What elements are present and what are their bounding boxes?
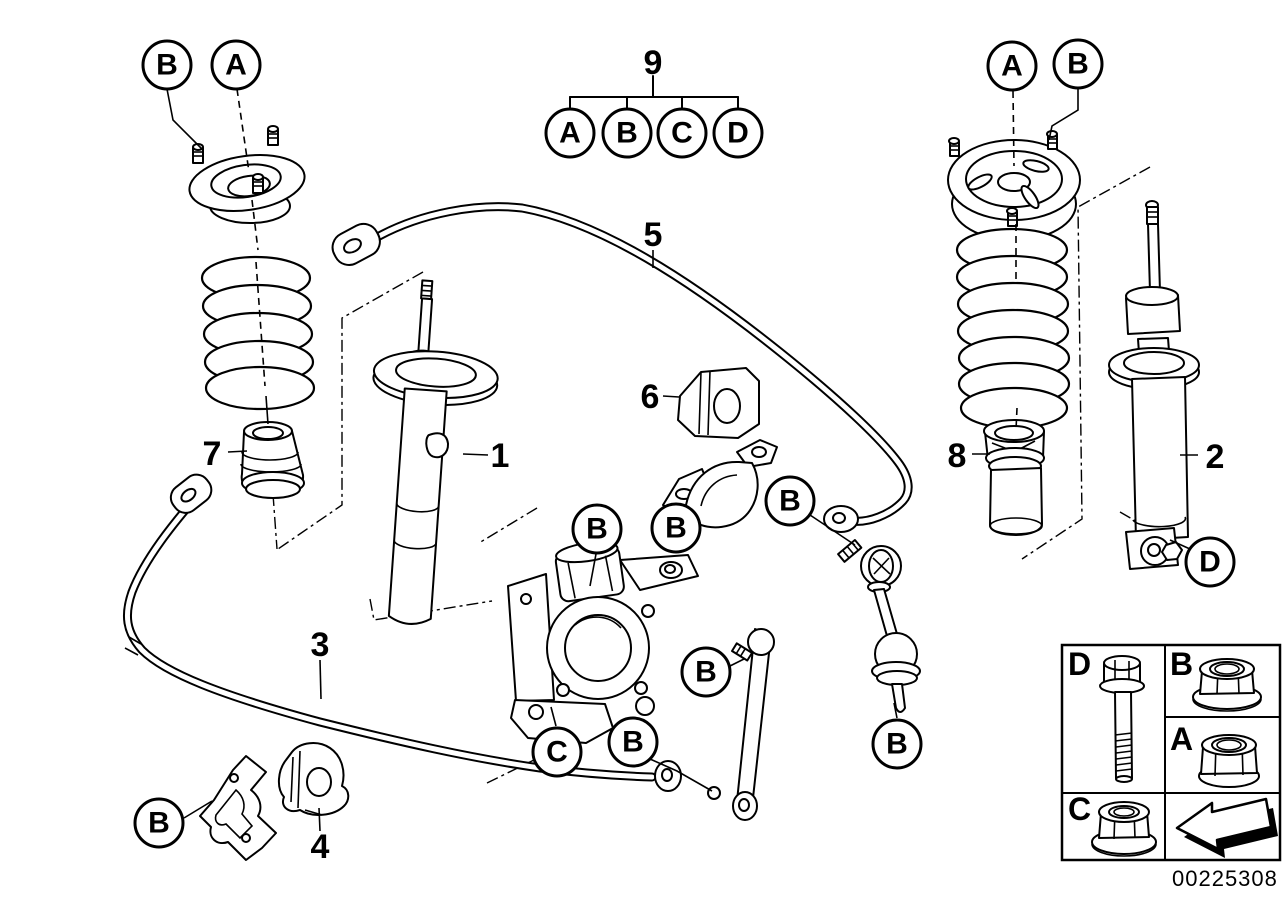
front-bump-stop[interactable] [240, 421, 305, 499]
callout-number-8[interactable]: 8 [948, 437, 967, 475]
legend-cell-bolt[interactable]: D [1068, 646, 1145, 783]
mount-stud [1006, 207, 1018, 227]
rear-bump-stop[interactable] [983, 419, 1045, 536]
mount-stud [1046, 130, 1058, 150]
svg-text:A: A [559, 117, 581, 150]
svg-text:D: D [727, 117, 749, 150]
svg-text:C: C [546, 736, 568, 769]
callout-group-a[interactable]: A [544, 107, 596, 159]
flange-lock-nut-icon [1192, 658, 1262, 712]
callout-front-link-upper-b[interactable]: B [680, 646, 732, 698]
callout-number-1[interactable]: 1 [491, 437, 510, 475]
construction-guides [272, 166, 1151, 784]
rear-stabilizer-link[interactable] [837, 539, 921, 713]
svg-text:B: B [779, 485, 801, 518]
front-stabilizer-link[interactable] [707, 628, 775, 821]
mount-stud [267, 125, 279, 146]
callout-shock-d[interactable]: D [1184, 536, 1236, 588]
collar-nut-icon [1091, 801, 1157, 857]
callout-rear-mount-a[interactable]: A [986, 40, 1038, 92]
callout-number-3[interactable]: 3 [311, 626, 330, 664]
callout-number-6[interactable]: 6 [641, 378, 660, 416]
front-stabilizer-clamp[interactable] [199, 755, 277, 861]
svg-text:B: B [1170, 646, 1193, 682]
callout-number-4[interactable]: 4 [311, 828, 330, 866]
svg-text:D: D [1068, 646, 1091, 682]
number-callouts: 9 5 6 1 7 3 4 8 2 [203, 44, 1225, 866]
callout-group-b[interactable]: B [601, 107, 653, 159]
callout-number-2[interactable]: 2 [1206, 438, 1225, 476]
hex-bolt-icon [1099, 655, 1145, 783]
front-stabilizer-bushing[interactable] [278, 742, 350, 816]
svg-text:A: A [1170, 721, 1193, 757]
svg-text:B: B [616, 117, 638, 150]
legend-cell-collar-nut[interactable]: C [1068, 791, 1157, 857]
direction-arrow-icon [1175, 797, 1278, 858]
svg-text:A: A [225, 49, 247, 82]
legend-cell-direction [1175, 797, 1278, 858]
callout-group-d[interactable]: D [712, 107, 764, 159]
callout-rear-link-b[interactable]: B [871, 718, 923, 770]
callout-rear-mount-b[interactable]: B [1052, 38, 1104, 90]
callout-front-link-lower-b[interactable]: B [607, 716, 659, 768]
callout-number-7[interactable]: 7 [203, 435, 222, 473]
rear-shock-absorber[interactable] [1108, 200, 1200, 570]
steering-knuckle[interactable] [507, 539, 699, 744]
callout-knuckle-c[interactable]: C [531, 726, 583, 778]
leader-lines [166, 88, 1198, 832]
lock-nut-icon [1198, 734, 1260, 788]
svg-text:C: C [671, 117, 693, 150]
svg-text:B: B [665, 512, 687, 545]
mount-stud [252, 173, 264, 194]
front-coil-spring[interactable] [200, 255, 316, 411]
rear-coil-spring[interactable] [955, 227, 1071, 430]
front-strut-mount[interactable] [186, 125, 308, 224]
callout-front-mount-b[interactable]: B [141, 39, 193, 91]
callout-bracket-b[interactable]: B [650, 502, 702, 554]
image-code: 00225308 [1172, 866, 1278, 891]
legend-cell-lock-nut[interactable]: A [1170, 721, 1260, 788]
svg-text:B: B [156, 49, 178, 82]
svg-text:B: B [148, 807, 170, 840]
svg-text:B: B [622, 726, 644, 759]
svg-text:A: A [1001, 50, 1023, 83]
svg-text:C: C [1068, 791, 1091, 827]
svg-text:B: B [695, 656, 717, 689]
stabilizer-rubber-mount[interactable] [677, 367, 760, 439]
letter-callouts: B A A B C D A B [133, 38, 1236, 849]
rear-stabilizer-bar[interactable] [327, 202, 913, 533]
callout-front-mount-a[interactable]: A [210, 39, 262, 91]
mount-stud [192, 143, 204, 164]
svg-text:B: B [586, 513, 608, 546]
callout-group-c[interactable]: C [656, 107, 708, 159]
callout-number-5[interactable]: 5 [644, 216, 663, 254]
mount-stud [948, 137, 960, 157]
callout-clamp-b[interactable]: B [133, 797, 185, 849]
fastener-group-tree [569, 75, 739, 110]
stabilizer-clamp-bracket[interactable] [662, 439, 778, 529]
svg-text:B: B [886, 728, 908, 761]
callout-number-9[interactable]: 9 [644, 44, 663, 82]
callout-bar-end-b[interactable]: B [764, 475, 816, 527]
svg-text:D: D [1199, 546, 1221, 579]
rear-shock-mount[interactable] [947, 130, 1081, 241]
front-strut[interactable] [356, 277, 504, 628]
legend-cell-flange-nut[interactable]: B [1170, 646, 1262, 712]
fastener-legend-table: D B [1060, 643, 1282, 862]
svg-text:B: B [1067, 48, 1089, 81]
callout-knuckle-top-b[interactable]: B [571, 503, 623, 555]
